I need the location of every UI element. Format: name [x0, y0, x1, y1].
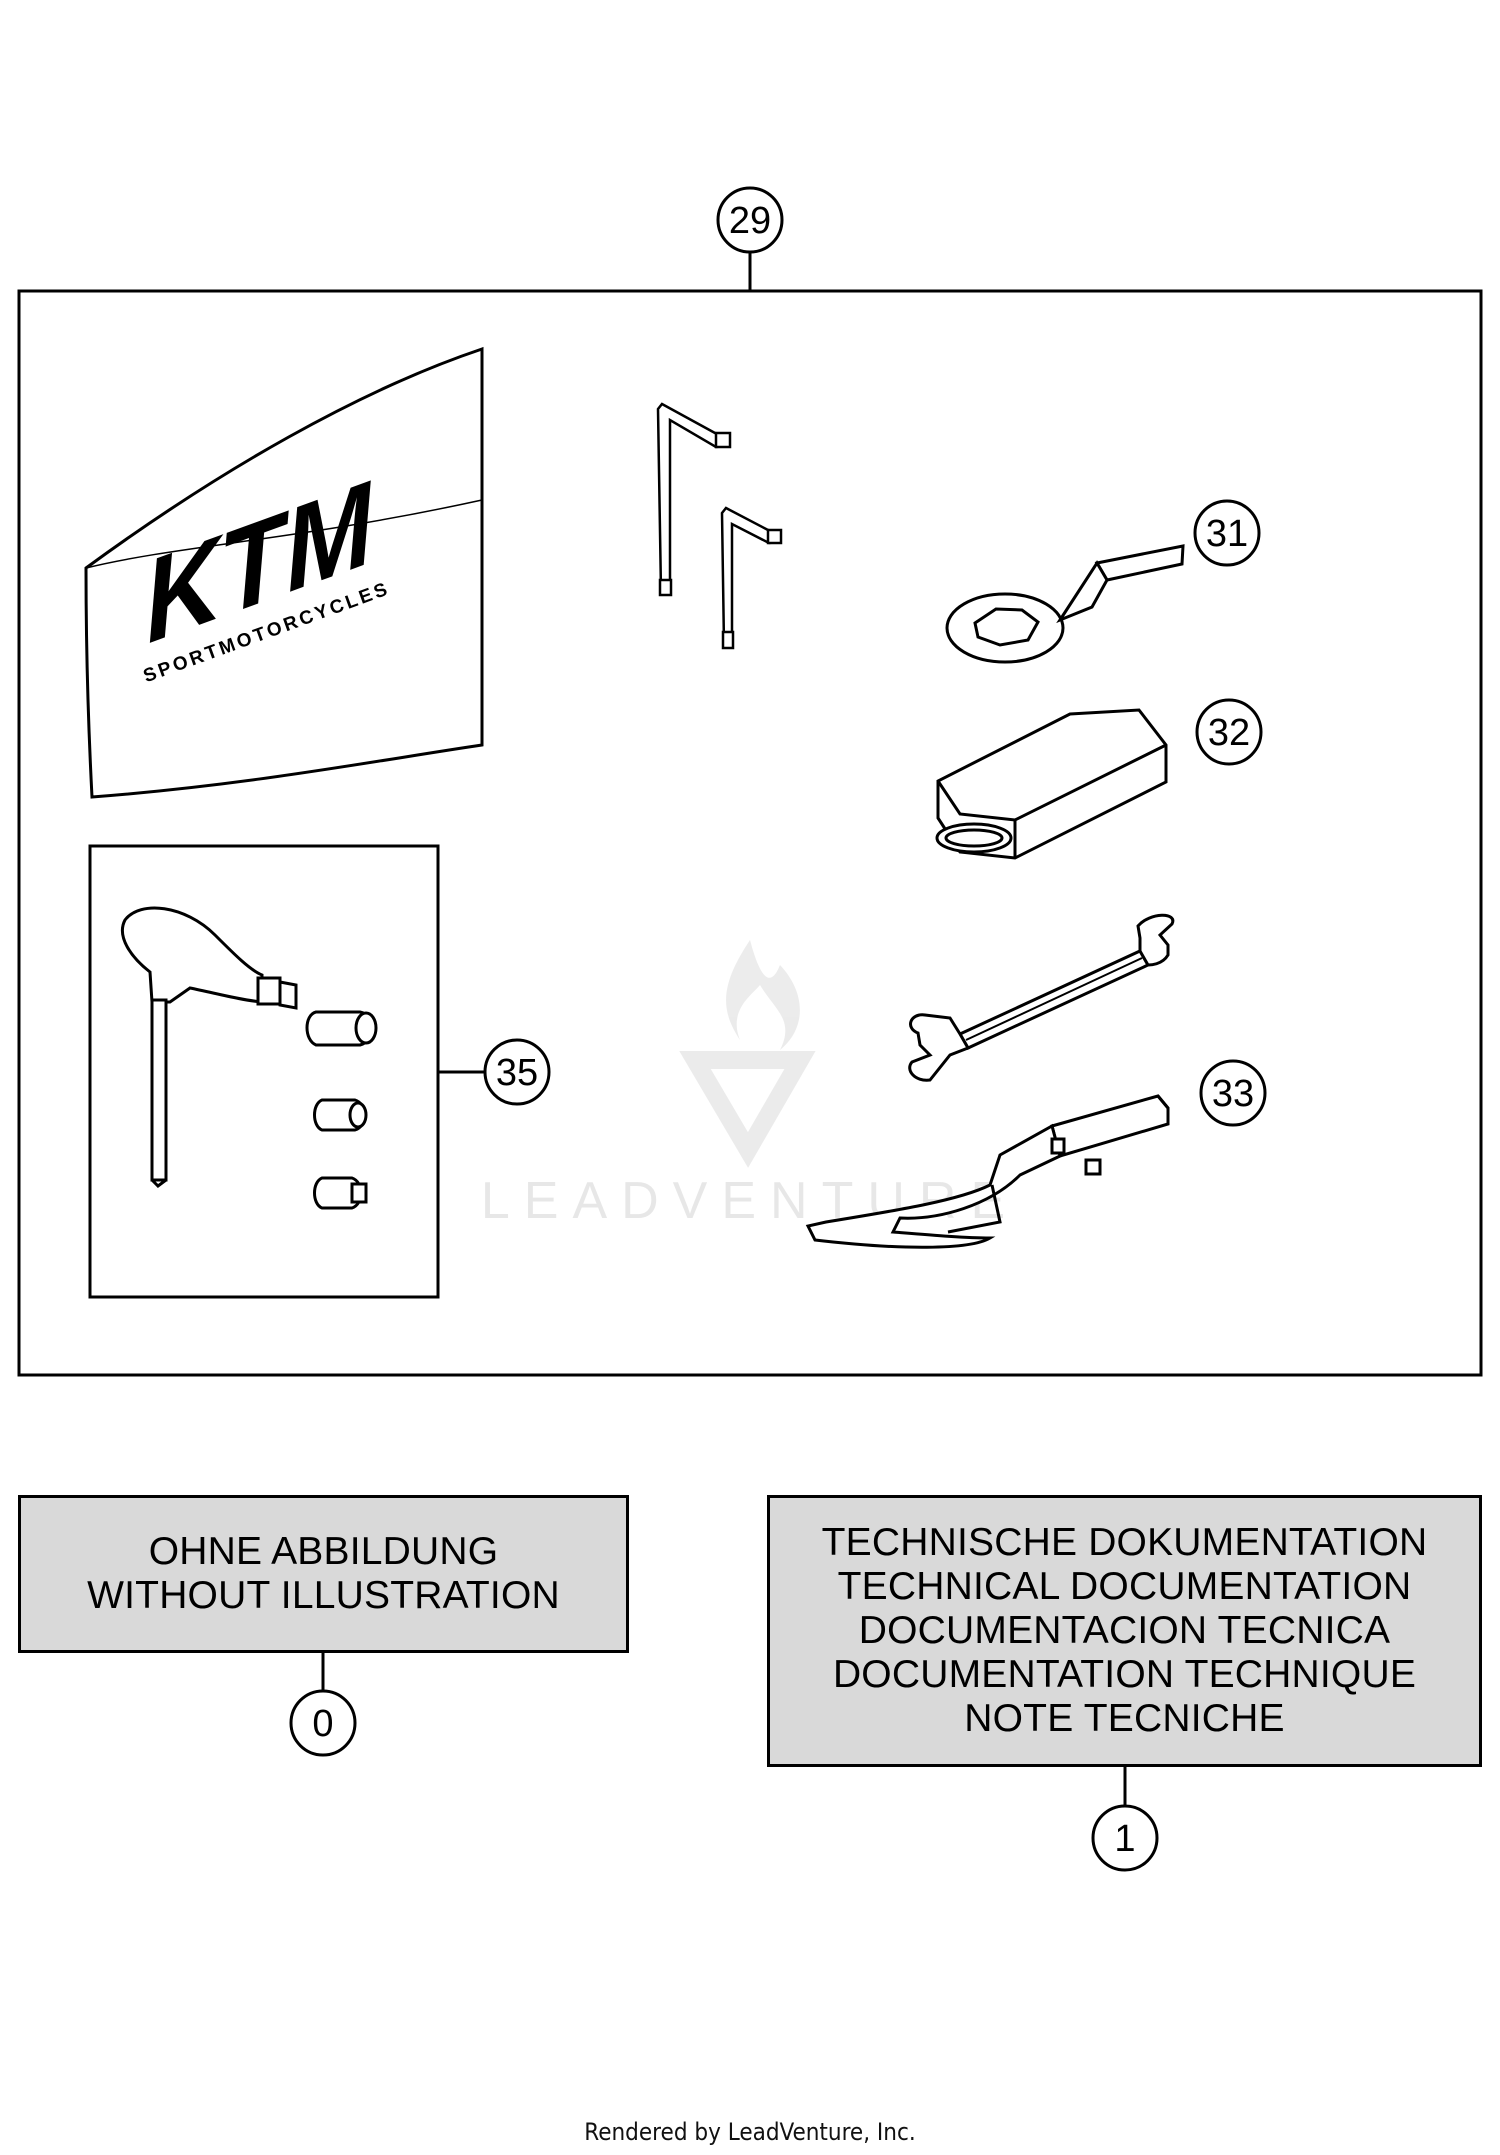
footer-credit: Rendered by LeadVenture, Inc. [584, 2118, 916, 2146]
watermark-text: LEADVENTURE [481, 1172, 1019, 1230]
tool-bag: KTM SPORTMOTORCYCLES [84, 346, 484, 799]
callout-31-label: 31 [1206, 513, 1248, 555]
callout-32-label: 32 [1208, 712, 1250, 754]
tool-kit-frame [17, 289, 1483, 1377]
tech-doc-line-1: TECHNISCHE DOKUMENTATION [821, 1521, 1428, 1564]
callout-33-label: 33 [1212, 1073, 1254, 1115]
callout-31[interactable]: 31 [1193, 499, 1261, 567]
box-extension [935, 708, 1168, 860]
callout-0[interactable]: 0 [289, 1689, 357, 1757]
callout-0-label: 0 [312, 1703, 333, 1745]
callout-35-label: 35 [496, 1052, 538, 1094]
callout-32[interactable]: 32 [1195, 698, 1263, 766]
callout-35[interactable]: 35 [483, 1038, 551, 1106]
callout-1-label: 1 [1114, 1818, 1135, 1860]
tech-doc-line-5: NOTE TECNICHE [964, 1697, 1285, 1740]
without-illustration-line-1: OHNE ABBILDUNG [148, 1530, 499, 1573]
hook-wrench [805, 1094, 1170, 1249]
without-illustration-box: OHNE ABBILDUNG WITHOUT ILLUSTRATION [18, 1495, 629, 1653]
tech-doc-line-2: TECHNICAL DOCUMENTATION [837, 1565, 1412, 1608]
tech-doc-line-3: DOCUMENTACION TECNICA [858, 1609, 1391, 1652]
allen-keys [656, 402, 783, 650]
t-handle-tool [120, 906, 298, 1188]
socket-bits [305, 1010, 378, 1210]
callout-1[interactable]: 1 [1091, 1804, 1159, 1872]
tech-doc-line-4: DOCUMENTATION TECHNIQUE [832, 1653, 1417, 1696]
callout-29-label: 29 [729, 200, 771, 242]
ring-spanner [945, 544, 1185, 664]
leadventure-watermark: LEADVENTURE [481, 940, 1019, 1230]
callout-33[interactable]: 33 [1199, 1059, 1267, 1127]
technical-documentation-box: TECHNISCHE DOKUMENTATION TECHNICAL DOCUM… [767, 1495, 1482, 1767]
callout-29[interactable]: 29 [716, 186, 784, 254]
open-end-wrench [908, 913, 1175, 1082]
without-illustration-line-2: WITHOUT ILLUSTRATION [87, 1574, 560, 1617]
